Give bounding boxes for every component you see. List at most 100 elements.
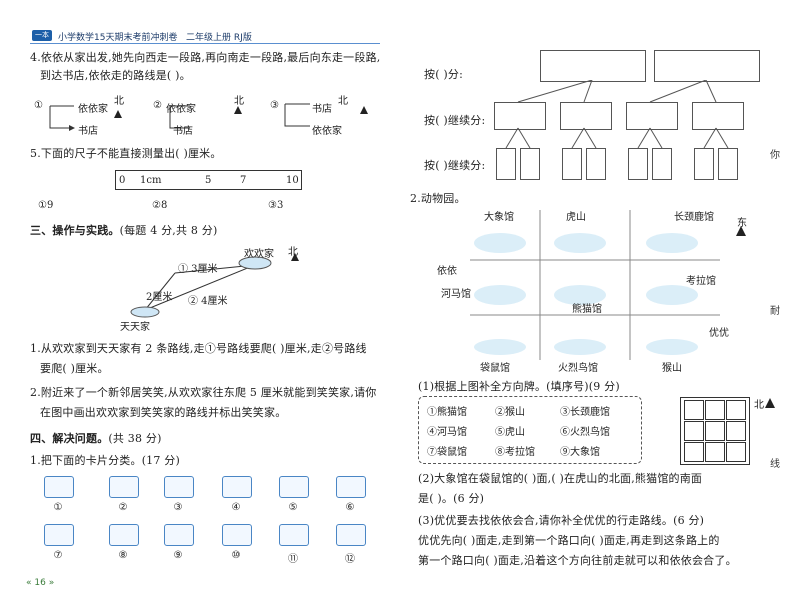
tree-box-mid [626,102,678,130]
legend-item: ⑨大象馆 [560,447,600,458]
q2-sub3c: 第一个路口向( )面走,沿着这个方向往前走就可以和依依会合了。 [418,554,737,567]
card [336,524,366,546]
q4-opt1-num: ① [34,100,43,111]
grid-cell[interactable] [726,400,746,420]
grid-cell[interactable] [705,442,725,462]
card-num: ② [118,502,128,513]
zoo-panda: 熊猫馆 [572,304,602,315]
q4-north: 北 [114,96,124,107]
grid-cell[interactable] [705,400,725,420]
header-divider [30,43,380,44]
card [109,476,139,498]
sec3-map [130,253,299,318]
card-num: ⑧ [118,550,128,561]
q4-opt1-a: 依依家 [78,104,108,115]
zoo-giraffe: 长颈鹿馆 [674,212,714,223]
sec3-p1b: 要爬( )厘米。 [40,362,109,375]
card-num: ⑤ [288,502,298,513]
card [279,476,309,498]
grid-cell[interactable] [705,421,725,441]
direction-grid [680,397,750,465]
card-num: ③ [173,502,183,513]
zoo-kangaroo: 袋鼠馆 [480,363,510,374]
zoo-tiger: 虎山 [566,212,586,223]
map-route3: ② 4厘米 [188,296,228,307]
margin-char: 耐 [770,306,780,317]
map-home1: 欢欢家 [244,249,274,260]
tree-box-leaf [520,148,540,180]
card [222,476,252,498]
grid-cell[interactable] [684,442,704,462]
north-arrow-icon [291,253,299,261]
ruler-label-5: 5 [205,175,212,186]
tree-box-leaf [652,148,672,180]
zoo-elephant: 大象馆 [484,212,514,223]
q4-opt3-a: 书店 [312,104,332,115]
grid-cell[interactable] [726,442,746,462]
q2-sub3: (3)优优要去找依依会合,请你补全优优的行走路线。(6 分) [418,514,705,527]
q4-north: 北 [338,96,348,107]
tree-box-mid [560,102,612,130]
grid-cell[interactable] [684,400,704,420]
map-north: 北 [288,247,298,258]
q4-opt2-b: 书店 [173,126,193,137]
card [109,524,139,546]
q4-opt3-num: ③ [270,100,279,111]
zoo-yiyi: 依依 [437,266,457,277]
legend-item: ⑥火烈鸟馆 [560,427,610,438]
margin-char: 你 [770,150,780,161]
legend-item: ②猴山 [495,407,525,418]
tree-box-leaf [718,148,738,180]
q2-title: 2.动物园。 [410,192,466,205]
q2-sub2b: 是( )。(6 分) [418,492,485,505]
tree-connectors [505,80,729,149]
legend-item: ⑤虎山 [495,427,525,438]
legend-box [418,396,642,464]
card [279,524,309,546]
tree-box-leaf [562,148,582,180]
sec4-q1: 1.把下面的卡片分类。(17 分) [30,454,180,467]
tree-row2: 按( )继续分: [424,114,486,127]
north-arrow-icon [765,398,775,408]
tree-box-leaf [496,148,516,180]
q4-opt3-b: 依依家 [312,126,342,137]
card-num: ⑪ [288,554,298,565]
card [164,524,194,546]
north-arrow-icon [114,110,122,118]
tree-box-top-right [654,50,760,82]
q5-text: 5.下面的尺子不能直接测量出( )厘米。 [30,147,222,160]
grid-cell[interactable] [726,421,746,441]
q4-opt1-b: 书店 [78,126,98,137]
map-home2: 天天家 [120,322,150,333]
q4-north: 北 [234,96,244,107]
sec3-p1: 1.从欢欢家到天天家有 2 条路线,走①号路线要爬( )厘米,走②号路线 [30,342,367,355]
zoo-map [470,210,720,360]
zoo-koala: 考拉馆 [686,276,716,287]
q5-opt2: ②8 [152,200,168,211]
q4-opt2-a: 依依家 [166,104,196,115]
tree-row3: 按( )继续分: [424,159,486,172]
tree-row1: 按( )分: [424,68,463,81]
q4-route-options [49,103,368,131]
zoo-youyou: 优优 [709,328,729,339]
legend-item: ⑦袋鼠馆 [427,447,467,458]
tree-box-top-left [540,50,646,82]
grid-cell[interactable] [684,421,704,441]
card-num: ⑨ [173,550,183,561]
north-arrow-icon [360,106,368,114]
ruler-label-0: 0 [119,175,126,186]
card-num: ① [53,502,63,513]
card [44,524,74,546]
q2-sub2: (2)大象馆在袋鼠馆的( )面,( )在虎山的北面,熊猫馆的南面 [418,472,703,485]
card-num: ⑫ [345,554,355,565]
zoo-monkey: 猴山 [662,363,682,374]
sec3-p2: 2.附近来了一个新邻居笑笑,从欢欢家往东爬 5 厘米就能到笑笑家,请你 [30,386,377,399]
card [44,476,74,498]
card [164,476,194,498]
q4-opt2-num: ② [153,100,162,111]
zoo-hippo: 河马馆 [441,289,471,300]
q2-sub3b: 优优先向( )面走,走到第一个路口向( )面走,再走到这条路上的 [418,534,720,547]
legend-item: ⑧考拉馆 [495,447,535,458]
tree-box-mid [494,102,546,130]
legend-item: ④河马馆 [427,427,467,438]
